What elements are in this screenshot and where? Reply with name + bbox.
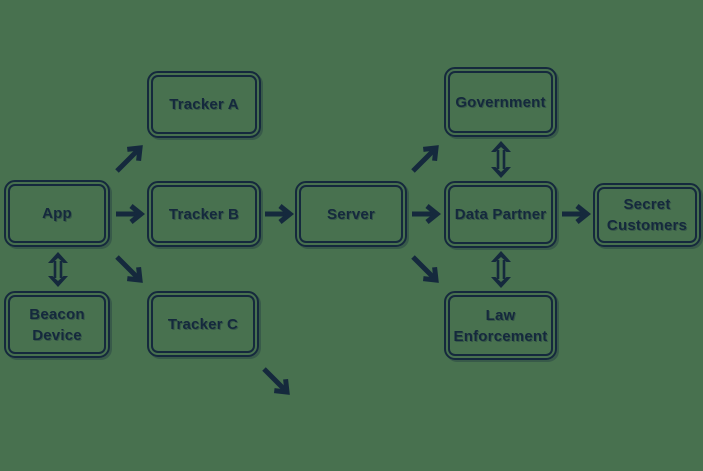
arrow-app-to-tracker-c	[115, 255, 143, 283]
arrow-app-to-tracker-b	[116, 204, 146, 224]
arrow-head-down	[491, 167, 511, 178]
arrow-stroke	[273, 378, 290, 395]
node-label-beacon-device: Beacon	[29, 305, 85, 323]
node-label-government: Government	[455, 93, 546, 111]
node-tracker-a: Tracker A	[147, 71, 261, 138]
arrow-server-to-data-partner	[412, 204, 442, 224]
arrow-head-up	[48, 252, 68, 263]
arrow-data-partner-to-secret-customers	[562, 204, 592, 224]
node-label-beacon-device: Device	[32, 326, 82, 344]
arrow-stroke	[53, 261, 63, 278]
arrow-head-up	[491, 141, 511, 152]
arrow-stroke	[129, 204, 146, 224]
node-label-tracker-b: Tracker B	[168, 205, 240, 223]
arrow-head-up	[491, 251, 511, 262]
node-server: Server	[295, 181, 407, 247]
arrow-stroke	[262, 367, 287, 392]
arrow-stroke	[425, 204, 442, 224]
arrow-stroke	[126, 266, 143, 283]
node-tracker-b: Tracker B	[147, 181, 261, 247]
node-label-law-enforcement: Enforcement	[453, 327, 548, 345]
arrow-stroke	[422, 145, 439, 162]
node-label-secret-customers: Customers	[606, 217, 688, 234]
arrow-stroke	[411, 148, 436, 173]
node-label-law-enforcement: Law	[485, 306, 516, 324]
arrow-data-partner-government	[491, 141, 511, 178]
node-label-tracker-a: Tracker A	[169, 96, 239, 113]
arrow-head-down	[491, 277, 511, 288]
arrow-data-partner-law-enforcement	[491, 251, 511, 288]
node-label-data-partner: Data Partner	[454, 206, 547, 223]
arrow-stroke	[411, 255, 436, 280]
node-label-secret-customers: Secret	[623, 196, 671, 213]
arrow-stroke	[496, 260, 506, 279]
arrow-head-down	[48, 276, 68, 287]
node-data-partner: Data Partner	[444, 181, 557, 248]
node-label-tracker-c: Tracker C	[167, 315, 239, 333]
arrow-app-beacon-device	[48, 252, 68, 287]
node-label-server: Server	[327, 205, 375, 223]
arrow-stroke	[422, 266, 439, 283]
node-tracker-c: Tracker C	[147, 291, 259, 357]
arrow-server-to-government	[411, 145, 439, 173]
arrow-stroke	[115, 255, 140, 280]
node-government: Government	[444, 67, 557, 137]
arrow-tracker-c-down-right	[262, 367, 290, 395]
node-app: App	[4, 180, 110, 247]
arrow-tracker-b-to-server	[265, 204, 295, 224]
arrow-stroke	[496, 150, 506, 169]
arrow-stroke	[278, 204, 295, 224]
arrow-app-to-tracker-a	[115, 145, 143, 173]
arrow-stroke	[115, 148, 140, 173]
node-label-app: App	[42, 205, 72, 222]
arrow-server-to-law-enforcement	[411, 255, 439, 283]
arrow-stroke	[126, 145, 143, 162]
arrow-stroke	[575, 204, 592, 224]
